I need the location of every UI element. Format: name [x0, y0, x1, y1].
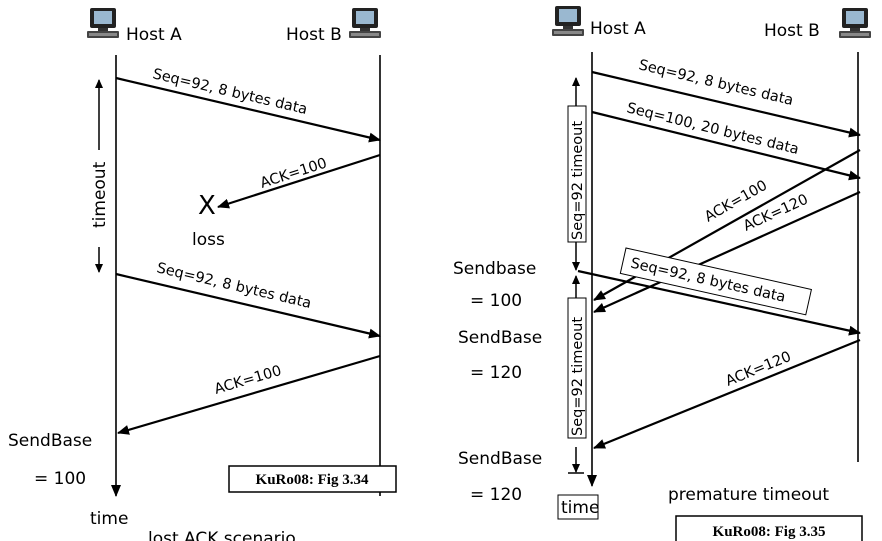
host-b-label: Host B — [764, 21, 820, 41]
left-scenario: Host A Host B Seq=92, 8 bytes data ACK=1… — [8, 8, 397, 541]
segment-arrow-1 — [591, 70, 861, 138]
host-a-computer-icon — [552, 6, 584, 36]
ack-arrow-1 — [217, 153, 381, 209]
segment-label-2: Seq=92, 8 bytes data — [155, 260, 313, 312]
host-b-computer-icon — [349, 8, 381, 38]
figure-ref: KuRo08: Fig 3.35 — [713, 524, 826, 540]
host-a-label: Host A — [126, 25, 182, 45]
time-label-box — [557, 494, 599, 520]
ack-label-3: ACK=120 — [723, 349, 793, 390]
time-label: time — [561, 498, 599, 518]
host-a-label: Host A — [590, 19, 646, 39]
timeout-label: timeout — [90, 161, 110, 228]
segment-label-2: Seq=100, 20 bytes data — [625, 100, 800, 158]
host-b-computer-icon — [839, 8, 871, 38]
sendbase-label: SendBase — [8, 431, 92, 451]
ack-label-2: ACK=100 — [213, 363, 284, 398]
timeout-1-box — [567, 105, 587, 243]
figure-ref-box — [675, 515, 863, 541]
segment-arrow-1 — [115, 76, 381, 143]
ack-arrow-2 — [117, 354, 381, 435]
sendbase-1-label: Sendbase — [453, 259, 536, 279]
right-scenario: Host A Host B Seq=92, 8 bytes data Seq=1… — [453, 6, 871, 541]
scenario-caption: premature timeout — [668, 485, 829, 505]
time-label: time — [90, 509, 128, 529]
ack-label-1: ACK=100 — [258, 155, 329, 191]
timeout-2-box — [567, 297, 587, 439]
host-a-computer-icon — [87, 8, 119, 38]
sendbase-1-value: = 100 — [470, 291, 522, 311]
figure-ref: KuRo08: Fig 3.34 — [256, 472, 369, 488]
figure-ref-box — [228, 465, 397, 493]
ack-arrow-3 — [593, 338, 861, 450]
scenario-caption: lost ACK scenario — [148, 529, 296, 541]
timeout-1-label: Seq=92 timeout — [570, 121, 586, 240]
retransmit-arrow — [577, 269, 861, 336]
segment-arrow-2 — [591, 110, 861, 181]
sendbase-2-label: SendBase — [458, 328, 542, 348]
sendbase-2-value: = 120 — [470, 363, 522, 383]
ack-arrow-2 — [593, 190, 861, 314]
segment-arrow-2 — [115, 272, 381, 339]
sendbase-3-label: SendBase — [458, 449, 542, 469]
host-b-label: Host B — [286, 25, 342, 45]
loss-label: loss — [192, 230, 225, 250]
sendbase-3-value: = 120 — [470, 485, 522, 505]
sendbase-value: = 100 — [34, 469, 86, 489]
loss-x-mark: X — [198, 191, 216, 221]
timeout-2-label: Seq=92 timeout — [570, 317, 586, 436]
